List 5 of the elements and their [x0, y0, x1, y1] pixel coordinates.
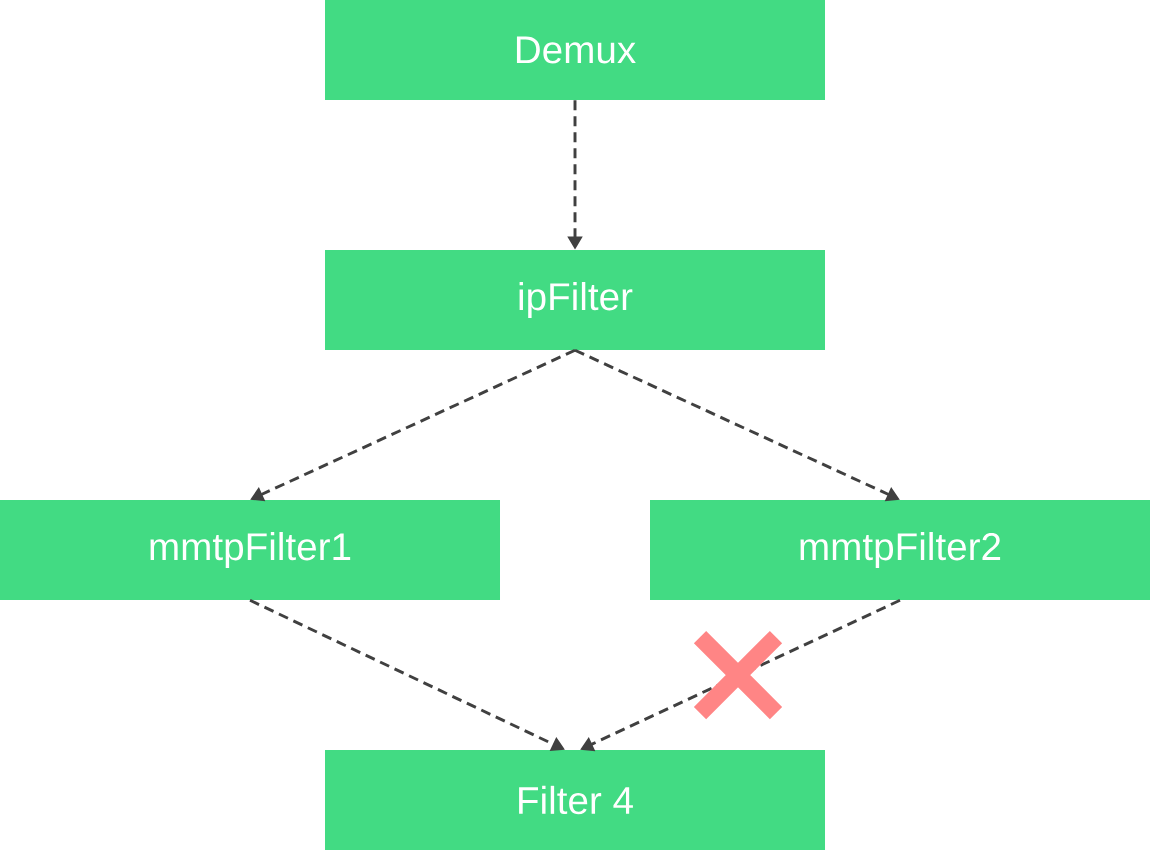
- process-box: ipFilter: [325, 250, 825, 350]
- process-box: Filter 4: [325, 750, 825, 850]
- process-box: mmtpFilter1: [0, 500, 500, 600]
- process-box: mmtpFilter2: [650, 500, 1150, 600]
- process-box: Demux: [325, 0, 825, 100]
